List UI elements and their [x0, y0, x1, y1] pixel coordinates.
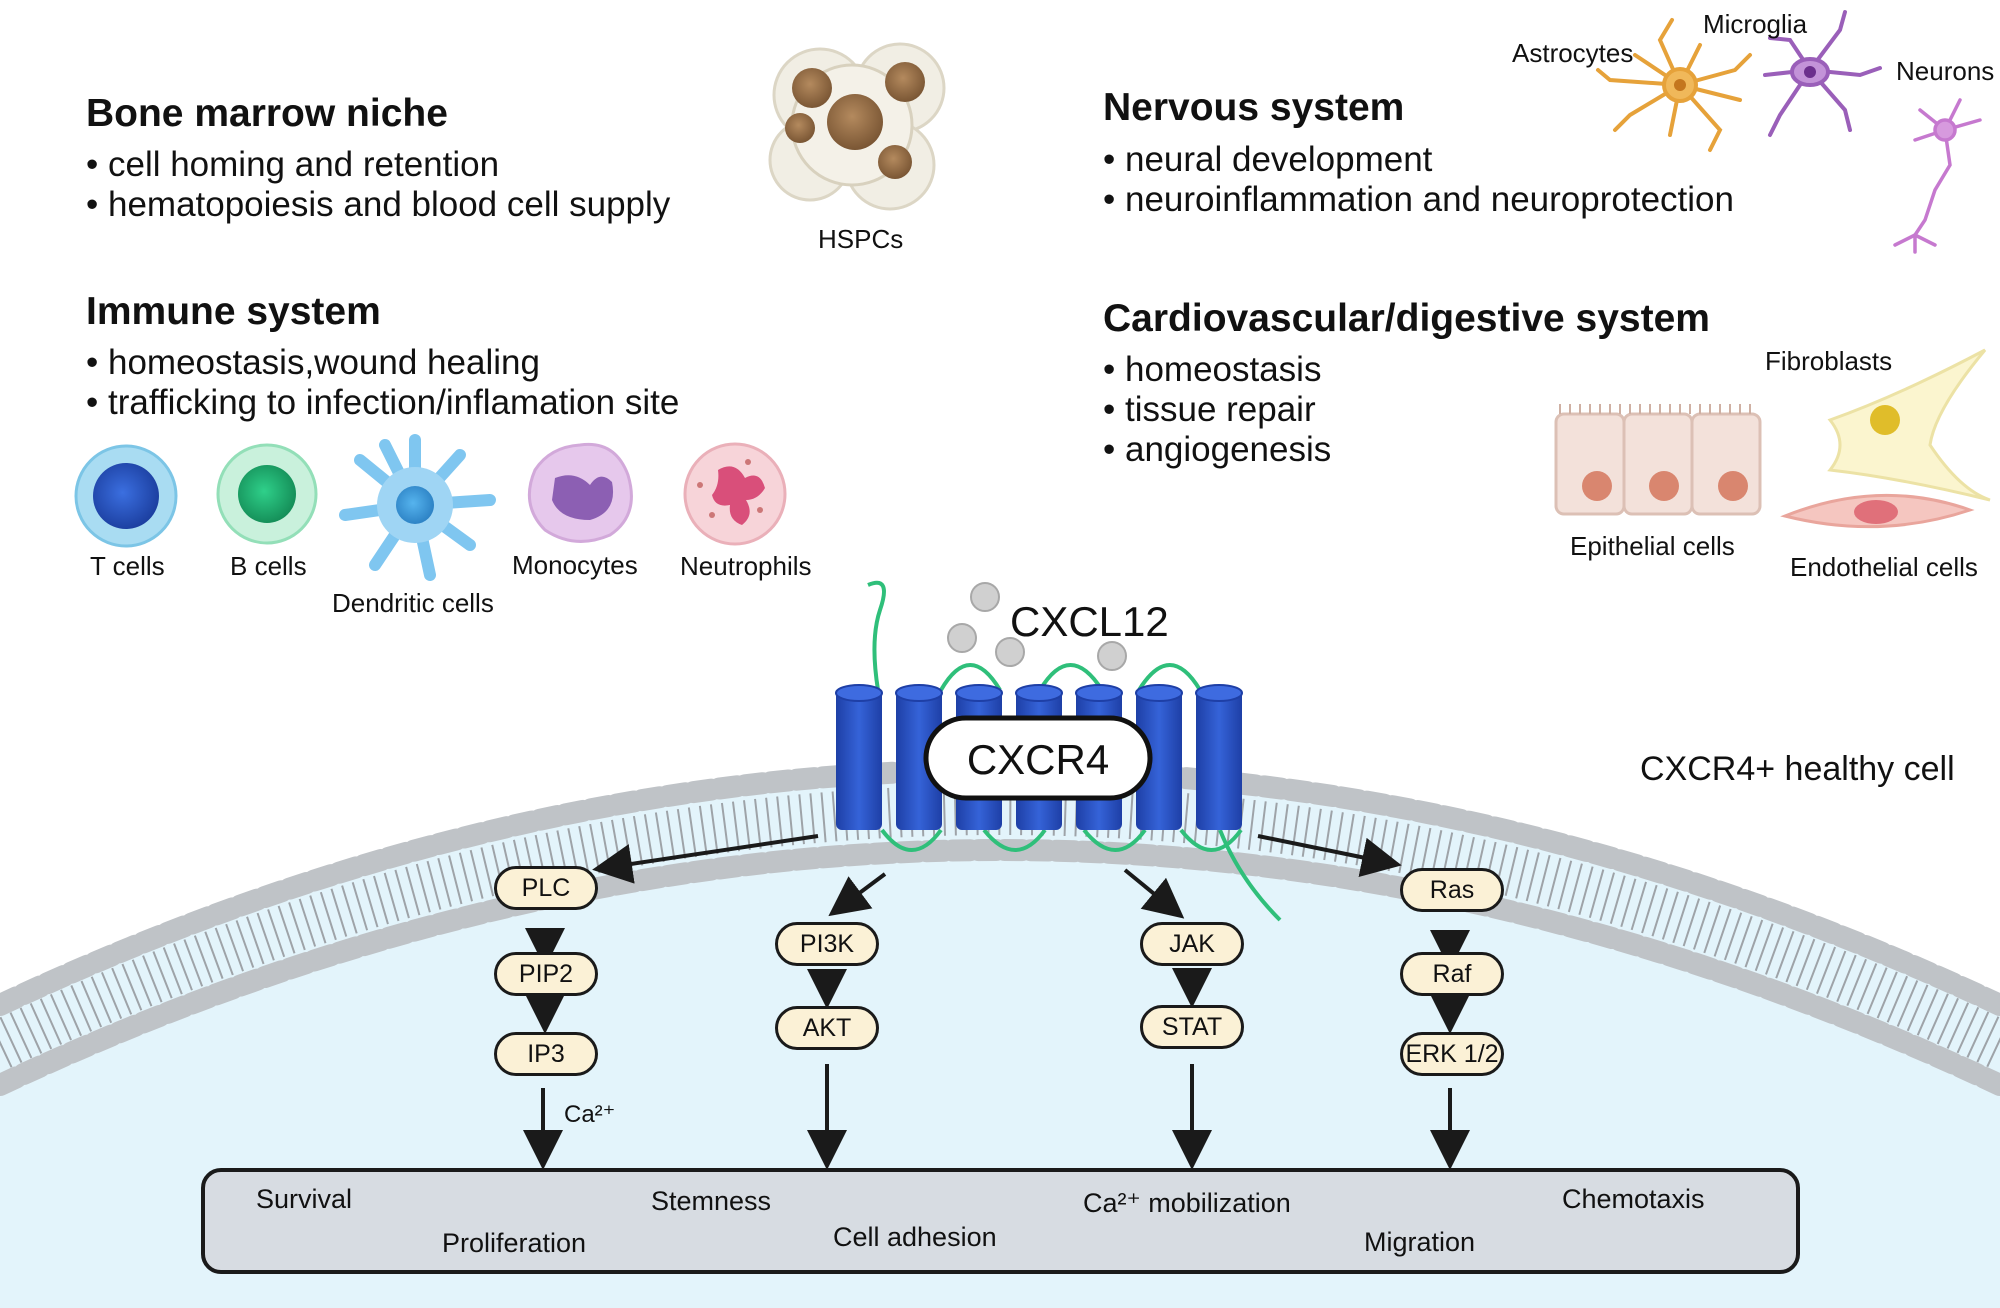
microglia-icon: [1763, 10, 1882, 137]
cxcr4-label: CXCR4: [966, 736, 1110, 783]
outcome-cell-adhesion: Cell adhesion: [833, 1222, 997, 1252]
neuron-icon: [1893, 98, 1982, 254]
neutrophil-icon: [683, 442, 787, 546]
immune-title: Immune system: [86, 290, 381, 333]
outcome-survival: Survival: [256, 1184, 353, 1214]
neurons-label: Neurons: [1896, 56, 1995, 86]
cardio-bullet-3: • angiogenesis: [1103, 430, 1332, 469]
outcome-ca-mobilization: Ca²⁺ mobilization: [1083, 1188, 1291, 1218]
t-cell-icon: [74, 444, 178, 548]
fibroblasts-label: Fibroblasts: [1765, 346, 1893, 376]
cxcl12-label: CXCL12: [1010, 598, 1169, 645]
dendritic-cell-icon: [339, 434, 496, 581]
dendritic-cells-label: Dendritic cells: [332, 588, 494, 618]
calcium-label: Ca²⁺: [564, 1101, 616, 1128]
endothelial-cell-icon: [1780, 493, 1975, 529]
b-cells-label: B cells: [230, 551, 307, 581]
fibroblast-icon: [1827, 348, 1991, 502]
cxcl12-ligand-dots: [947, 582, 1127, 671]
endothelial-cells-label: Endothelial cells: [1790, 552, 1978, 582]
cardio-title: Cardiovascular/digestive system: [1103, 297, 1710, 340]
neutrophils-label: Neutrophils: [680, 551, 812, 581]
monocytes-label: Monocytes: [512, 550, 638, 580]
node-stat: STAT: [1140, 1005, 1244, 1049]
cxcr4-loops: [867, 580, 1282, 922]
outcome-box: [201, 1168, 1800, 1274]
epithelial-cells-icon: [1554, 404, 1762, 516]
hspcs-label: HSPCs: [818, 224, 904, 254]
nervous-title: Nervous system: [1103, 86, 1405, 129]
node-pi3k: PI3K: [775, 922, 879, 966]
microglia-label: Microglia: [1703, 9, 1808, 39]
nervous-bullet-2: • neuroinflammation and neuroprotection: [1103, 180, 1734, 219]
outcome-chemotaxis: Chemotaxis: [1562, 1184, 1705, 1214]
epithelial-cells-label: Epithelial cells: [1570, 531, 1735, 561]
immune-bullet-2: • trafficking to infection/inflamation s…: [86, 383, 680, 422]
cell-type-label: CXCR4+ healthy cell: [1640, 750, 1955, 788]
immune-bullet-1: • homeostasis,wound healing: [86, 343, 540, 382]
t-cells-label: T cells: [90, 551, 165, 581]
cxcr4-label-box: [923, 715, 1153, 801]
nervous-bullet-1: • neural development: [1103, 140, 1433, 179]
node-ras: Ras: [1400, 868, 1504, 912]
astrocyte-icon: [1596, 18, 1752, 152]
signal-arrows: [523, 834, 1470, 1170]
hspc-cluster-icon: [768, 42, 946, 211]
bone-marrow-bullet-1: • cell homing and retention: [86, 145, 500, 184]
monocyte-icon: [527, 442, 633, 543]
node-ip3: IP3: [494, 1032, 598, 1076]
b-cell-icon: [216, 443, 318, 545]
node-pip2: PIP2: [494, 952, 598, 996]
outcome-stemness: Stemness: [651, 1186, 772, 1216]
node-akt: AKT: [775, 1006, 879, 1050]
cell-membrane-inner: [0, 839, 2000, 1096]
outcome-proliferation: Proliferation: [442, 1228, 587, 1258]
outcome-migration: Migration: [1364, 1227, 1476, 1257]
node-erk: ERK 1/2: [1400, 1032, 1504, 1076]
bone-marrow-bullet-2: • hematopoiesis and blood cell supply: [86, 185, 671, 224]
node-raf: Raf: [1400, 952, 1504, 996]
cardio-bullet-1: • homeostasis: [1103, 350, 1322, 389]
bone-marrow-title: Bone marrow niche: [86, 92, 448, 135]
node-jak: JAK: [1140, 922, 1244, 966]
node-plc: PLC: [494, 866, 598, 910]
cardio-bullet-2: • tissue repair: [1103, 390, 1316, 429]
astrocytes-label: Astrocytes: [1512, 38, 1634, 68]
